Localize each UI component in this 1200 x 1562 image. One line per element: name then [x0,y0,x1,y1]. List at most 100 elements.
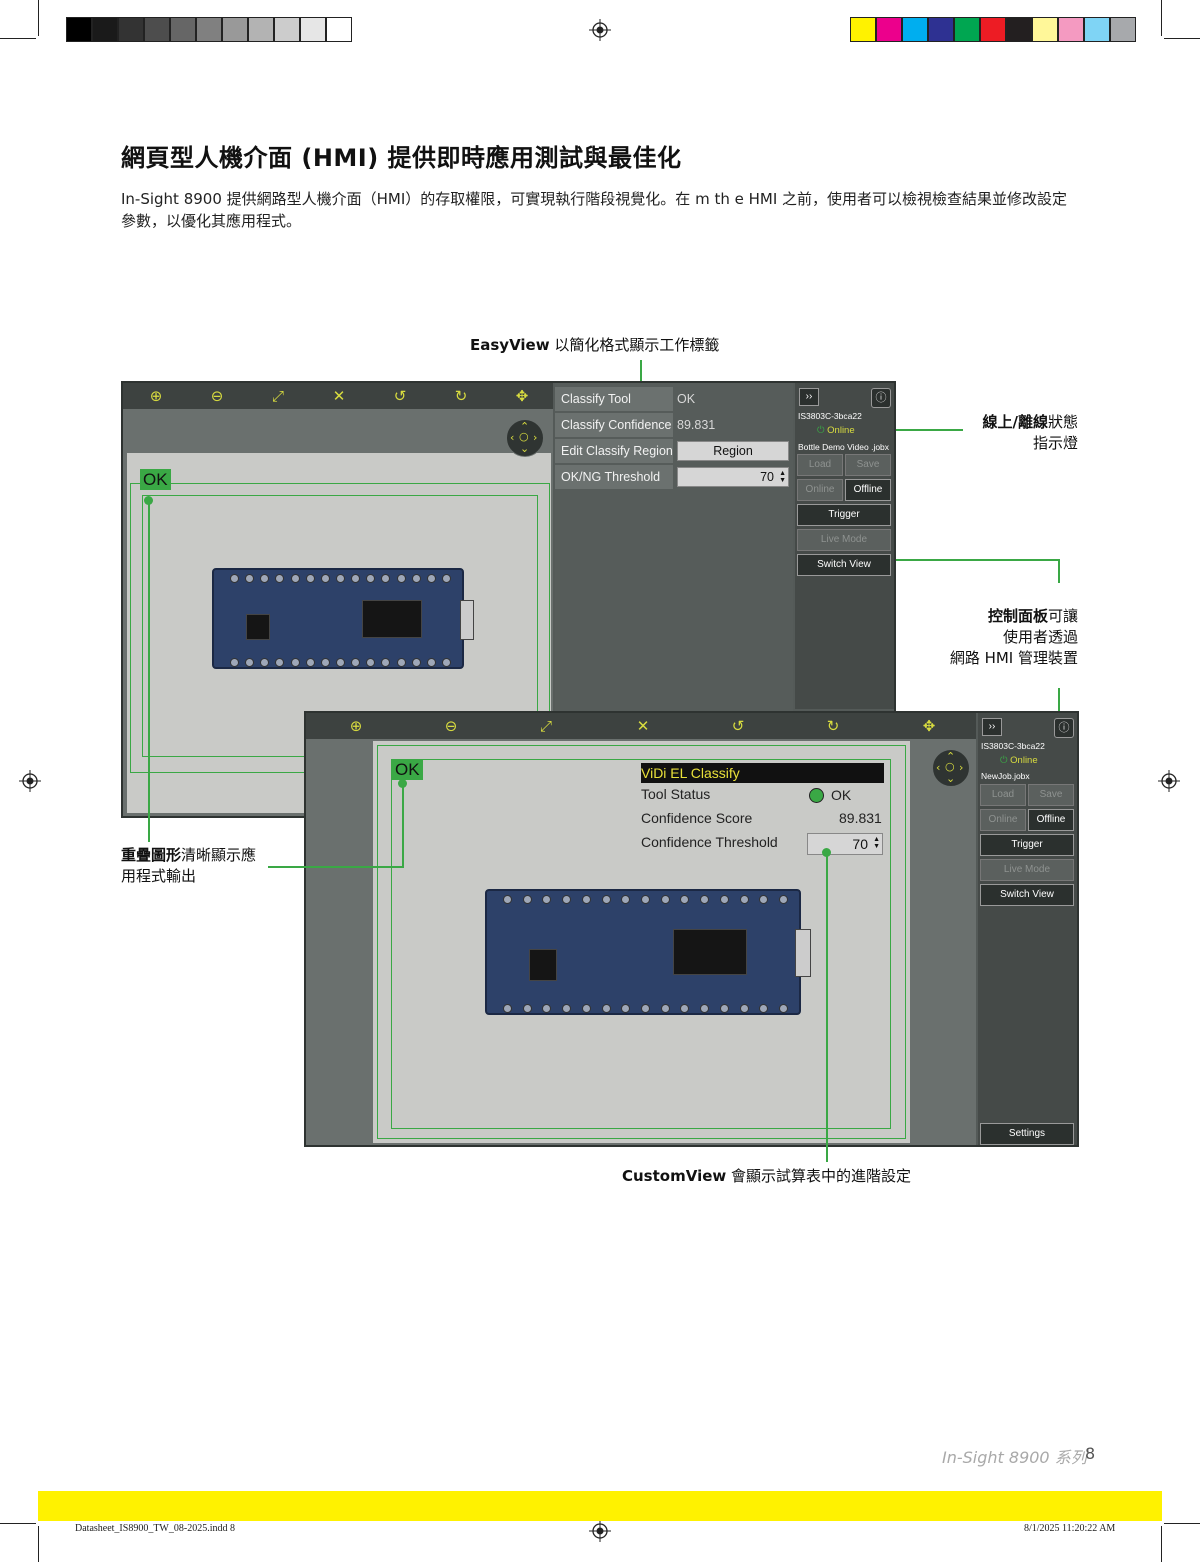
info-icon[interactable]: ⓘ [871,388,891,408]
settings-button[interactable]: Settings [980,1123,1074,1145]
online-button[interactable]: Online [797,479,843,501]
rotate-ccw-icon[interactable]: ↺ [393,387,407,405]
prop-label: Edit Classify Region [555,439,673,463]
rotate-cw-icon[interactable]: ↻ [454,387,468,405]
prop-label: Classify Tool [555,387,673,411]
header-pin [336,658,345,667]
expand-button[interactable]: ›› [982,718,1002,736]
header-pin [700,1004,710,1013]
header-pin [680,895,690,904]
callout-dot [822,848,831,857]
pan-icon[interactable]: ✥ [515,387,529,405]
overlay-region [377,745,906,1139]
fit-image-icon[interactable]: ⤢ [539,717,552,735]
registration-mark-icon [19,770,41,792]
load-button[interactable]: Load [797,454,843,476]
offline-button[interactable]: Offline [1028,809,1074,831]
color-swatch [1084,17,1110,42]
gray-swatch [248,17,274,42]
header-pin [759,895,769,904]
offline-button[interactable]: Offline [845,479,891,501]
header-pin [275,574,285,583]
switch-view-button[interactable]: Switch View [980,884,1074,906]
load-button[interactable]: Load [980,784,1026,806]
stepper-arrows-icon[interactable]: ▲▼ [873,836,880,850]
header-pin [351,574,361,583]
row-value: 89.831 [839,810,882,826]
header-pin [320,574,330,583]
callout-leader [888,559,1060,561]
trigger-button[interactable]: Trigger [797,504,891,526]
threshold-stepper[interactable]: 70▲▼ [807,833,883,855]
header-pin [396,574,406,583]
rotate-ccw-icon[interactable]: ↺ [731,717,745,735]
pan-icon[interactable]: ✥ [922,717,936,735]
expand-button[interactable]: ›› [799,388,819,406]
fullscreen-icon[interactable]: ✕ [332,387,346,405]
header-pin [719,1004,729,1013]
chevron-right-icon[interactable]: › [533,431,538,444]
chevron-down-icon[interactable]: ⌄ [520,442,530,455]
chevron-up-icon[interactable]: ⌃ [520,420,530,433]
header-pin [245,658,255,667]
zoom-in-icon[interactable]: ⊕ [149,387,163,405]
footer-color-band [38,1491,1162,1521]
circuit-board [485,889,811,1015]
registration-mark-icon [589,19,611,41]
callout-leader [826,852,828,1162]
header-pin [779,895,788,904]
chevron-right-icon[interactable]: › [959,761,964,774]
stepper-arrows-icon[interactable]: ▲▼ [779,470,786,484]
device-name: IS3803C-3bca22 [981,741,1045,751]
save-button[interactable]: Save [845,454,891,476]
fullscreen-icon[interactable]: ✕ [636,717,650,735]
overlay-region [391,759,891,1129]
chevron-down-icon[interactable]: ⌄ [946,772,956,785]
center-icon[interactable]: ○ [519,430,529,443]
callout-control-panel: 控制面板可讓 使用者透過 網路 HMI 管理裝置 [920,606,1078,669]
rotate-cw-icon[interactable]: ↻ [826,717,840,735]
header-pin [581,895,591,904]
fit-image-icon[interactable]: ⤢ [271,387,284,405]
online-button[interactable]: Online [980,809,1026,831]
color-swatch [1032,17,1058,42]
zoom-in-icon[interactable]: ⊕ [349,717,363,735]
header-pin [522,895,532,904]
chevron-left-icon[interactable]: ‹ [936,761,941,774]
save-button[interactable]: Save [1028,784,1074,806]
live-mode-button[interactable]: Live Mode [980,859,1074,881]
chevron-up-icon[interactable]: ⌃ [946,750,956,763]
slug-filename: Datasheet_IS8900_TW_08-2025.indd 8 [75,1523,235,1534]
chevron-left-icon[interactable]: ‹ [510,431,515,444]
header-pin [290,658,300,667]
header-pin [581,1004,591,1013]
center-icon[interactable]: ○ [945,760,955,773]
image-viewport[interactable]: ViDi EL Classify Tool Status OK Confiden… [306,739,976,1145]
header-pin [621,895,631,904]
threshold-value: 70 [760,470,774,484]
zoom-out-icon[interactable]: ⊖ [210,387,224,405]
live-mode-button[interactable]: Live Mode [797,529,891,551]
navigation-pad[interactable]: ⌃ ‹ ○ › ⌄ [506,419,544,457]
online-status-label: Online [827,425,855,436]
header-pin [381,658,391,667]
region-button[interactable]: Region [677,441,789,461]
switch-view-button[interactable]: Switch View [797,554,891,576]
slug-timestamp: 8/1/2025 11:20:22 AM [1024,1523,1116,1534]
navigation-pad[interactable]: ⌃ ‹ ○ › ⌄ [932,749,970,787]
callout-easyview: EasyView 以簡化格式顯示工作標籤 [470,335,719,356]
threshold-stepper[interactable]: 70 ▲▼ [677,467,789,487]
header-pin [641,895,650,904]
results-table: ViDi EL Classify Tool Status OK Confiden… [641,763,886,863]
header-pin [522,1004,532,1013]
callout-online-text: 狀態 [1047,413,1078,431]
zoom-out-icon[interactable]: ⊖ [444,717,458,735]
header-pin [426,658,436,667]
callout-control-line3: 網路 HMI 管理裝置 [949,649,1078,667]
job-name: NewJob.jobx [981,771,1030,781]
info-icon[interactable]: ⓘ [1054,718,1074,738]
callout-customview-bold: CustomView [622,1167,727,1185]
trigger-button[interactable]: Trigger [980,834,1074,856]
usb-connector [460,600,474,640]
results-table-title: ViDi EL Classify [641,763,884,783]
